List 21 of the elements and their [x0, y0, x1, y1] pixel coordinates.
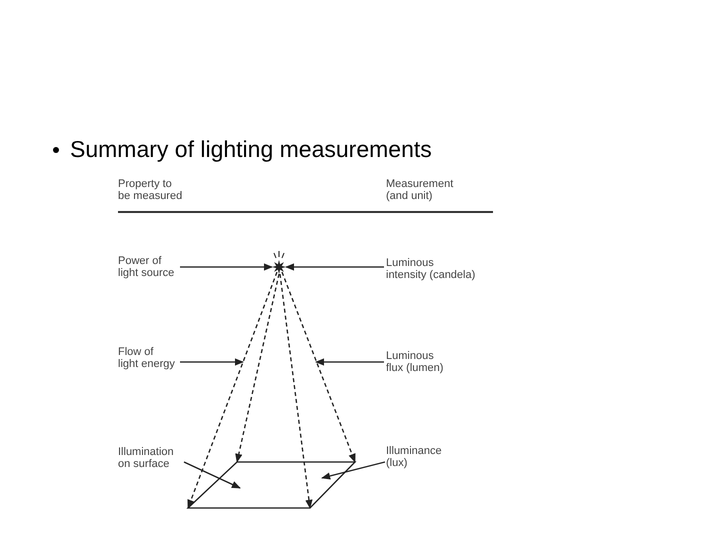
leader-line: [180, 358, 244, 366]
leader-line: [285, 263, 384, 271]
quantity-label: Luminous intensity (candela): [386, 257, 488, 281]
quantity-label: Luminous flux (lumen): [386, 350, 468, 374]
leader-line: [315, 358, 384, 366]
light-ray: [281, 272, 356, 463]
quantity-label: Illuminance (lux): [386, 445, 450, 469]
light-source-icon: [272, 250, 286, 274]
light-ray: [235, 274, 280, 463]
leader-line: [184, 461, 241, 489]
surface-plane: [186, 461, 357, 509]
quantity-label: Illumination on surface: [118, 446, 184, 470]
light-ray: [279, 274, 313, 509]
light-ray: [187, 272, 278, 509]
quantity-label: Flow of light energy: [118, 346, 178, 370]
leader-line: [321, 461, 386, 480]
column-heading: Property to be measured: [118, 178, 184, 202]
title: Summary of lighting measurements: [70, 136, 432, 163]
leader-line: [180, 263, 273, 271]
column-heading: Measurement (and unit): [386, 178, 454, 202]
quantity-label: Power of light source: [118, 255, 182, 279]
